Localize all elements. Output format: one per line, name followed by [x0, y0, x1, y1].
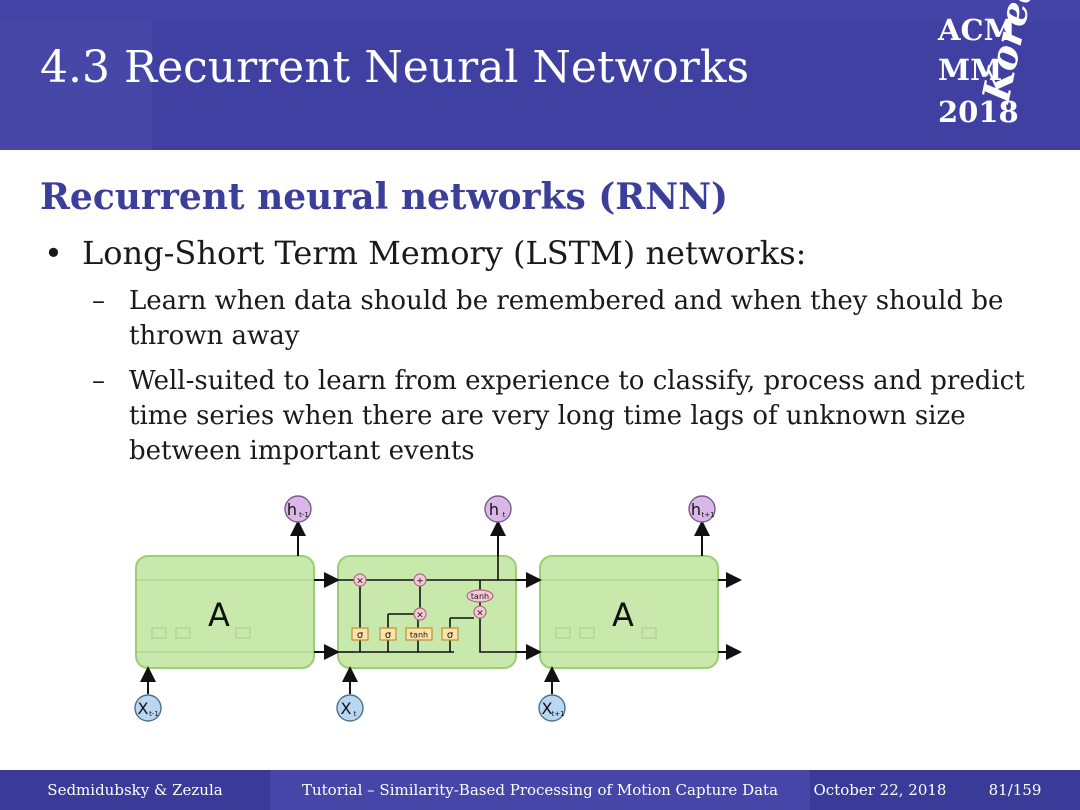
- footer-date: October 22, 2018: [810, 770, 950, 810]
- section-heading: Recurrent neural networks (RNN): [40, 176, 729, 218]
- multiply-op-label: ×: [476, 609, 484, 619]
- slide-title: 4.3 Recurrent Neural Networks: [40, 42, 750, 93]
- bullet-text: Long-Short Term Memory (LSTM) networks:: [82, 234, 807, 272]
- logo-line-year: 2018: [938, 95, 1019, 129]
- sigma-gate: [379, 627, 397, 641]
- cell-label-right: A: [612, 596, 634, 634]
- logo-line-acm: ACM: [938, 13, 1016, 47]
- multiply-op-label: ×: [356, 577, 364, 587]
- bullet-dot-icon: •: [44, 234, 63, 272]
- dash-icon: –: [92, 286, 105, 316]
- input-node-x: [538, 694, 566, 722]
- output-label: h: [287, 500, 297, 519]
- gate-label: σ: [385, 630, 392, 641]
- output-label: h: [489, 500, 499, 519]
- gate-label: σ: [357, 630, 364, 641]
- tanh-op-label: tanh: [471, 592, 489, 601]
- output-node-h: [688, 495, 716, 523]
- input-subscript: t+1: [551, 710, 564, 718]
- acm-mm-2018-logo: ACM MM 2018 Korea: [938, 0, 1068, 136]
- multiply-op-label: ×: [416, 611, 424, 621]
- faded-cell-internals: [136, 579, 718, 653]
- output-subscript: t+1: [701, 511, 714, 519]
- input-node-x: [336, 694, 364, 722]
- header-band-left: [0, 22, 152, 150]
- middle-cell-wiring: [338, 524, 516, 653]
- dash-icon: –: [92, 366, 105, 396]
- lstm-chain-diagram: A A × + × × tanh σ σ tanh: [134, 495, 742, 722]
- logo-line-mm: MM: [938, 53, 1003, 87]
- output-subscript: t: [503, 511, 506, 519]
- header-band-top: [0, 0, 1080, 22]
- add-op-label: +: [416, 577, 424, 587]
- sub-bullet-text: Learn when data should be remembered and…: [129, 286, 1004, 351]
- lstm-cell-right: [539, 555, 719, 669]
- input-subscript: t-1: [149, 710, 159, 718]
- slide-header: 4.3 Recurrent Neural Networks ACM MM 201…: [0, 0, 1080, 150]
- gate-label: tanh: [410, 631, 428, 640]
- tanh-op-icon: [466, 589, 494, 603]
- add-op-icon: [413, 573, 427, 587]
- output-node-h: [284, 495, 312, 523]
- output-node-h: [484, 495, 512, 523]
- tanh-gate: [405, 627, 433, 641]
- input-node-x: [134, 694, 162, 722]
- input-label: X: [542, 699, 553, 718]
- footer-talk-title: Tutorial – Similarity-Based Processing o…: [270, 770, 810, 810]
- output-subscript: t-1: [299, 511, 309, 519]
- multiply-op-icon: [413, 607, 427, 621]
- footer-page-number: 81/159: [950, 770, 1080, 810]
- cell-label-left: A: [208, 596, 230, 634]
- input-subscript: t: [354, 710, 357, 718]
- sigma-gate: [441, 627, 459, 641]
- input-label: X: [138, 699, 149, 718]
- sub-bullet-text: Well-suited to learn from experience to …: [129, 366, 1025, 466]
- slide-footer: Sedmidubsky & Zezula Tutorial – Similari…: [0, 770, 1080, 810]
- lstm-cell-left: [135, 555, 315, 669]
- sigma-gate: [351, 627, 369, 641]
- multiply-op-icon: [353, 573, 367, 587]
- footer-authors: Sedmidubsky & Zezula: [0, 770, 270, 810]
- output-label: h: [691, 500, 701, 519]
- gate-label: σ: [447, 630, 454, 641]
- multiply-op-icon: [473, 605, 487, 619]
- input-label: X: [341, 699, 352, 718]
